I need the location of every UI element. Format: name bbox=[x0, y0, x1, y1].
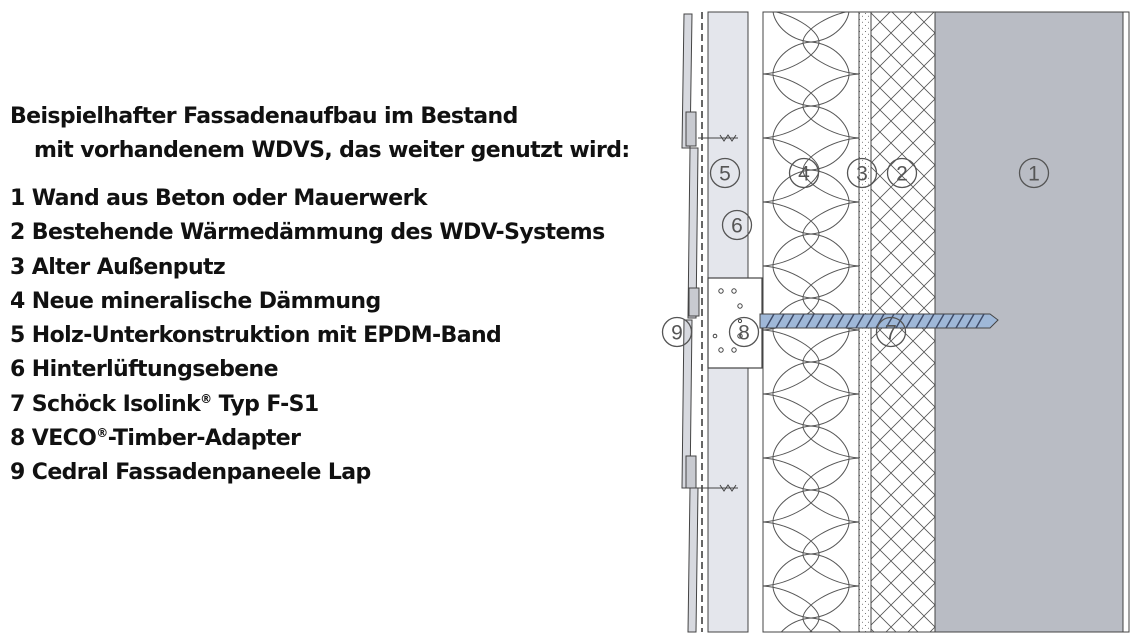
legend-text: Wand aus Beton oder Mauerwerk bbox=[31, 186, 428, 211]
callout-number: 6 bbox=[731, 215, 743, 238]
callout-circle bbox=[709, 157, 741, 189]
legend-item: 3 Alter Außenputz bbox=[10, 251, 660, 285]
callout-6: 6 bbox=[721, 209, 753, 241]
legend-item: 5 Holz-Unterkonstruktion mit EPDM-Band bbox=[10, 319, 660, 353]
title-line-2: mit vorhandenem WDVS, das weiter genutzt… bbox=[34, 138, 630, 163]
isolink-anchor bbox=[759, 313, 999, 329]
legend-item: 2 Bestehende Wärmedämmung des WDV-System… bbox=[10, 216, 660, 250]
callout-1: 1 bbox=[1018, 157, 1050, 189]
cladding-panels bbox=[681, 13, 738, 633]
veco-timber-adapter bbox=[707, 277, 763, 369]
legend-item: 4 Neue mineralische Dämmung bbox=[10, 285, 660, 319]
legend-number: 2 bbox=[10, 220, 25, 246]
legend-text: Schöck Isolink bbox=[31, 391, 201, 417]
callout-number: 5 bbox=[719, 163, 731, 186]
legend-number: 9 bbox=[10, 460, 25, 486]
interior-plaster-layer bbox=[1122, 11, 1130, 633]
legend-number: 7 bbox=[10, 391, 25, 417]
legend-item: 7 Schöck Isolink® Typ F-S1 bbox=[10, 388, 660, 422]
legend: Beispielhafter Fassadenaufbau im Bestand… bbox=[10, 100, 660, 491]
legend-item: 9 Cedral Fassadenpaneele Lap bbox=[10, 456, 660, 490]
legend-item: 6 Hinterlüftungsebene bbox=[10, 353, 660, 387]
callout-circle bbox=[721, 209, 753, 241]
legend-text: Neue mineralische Dämmung bbox=[31, 288, 381, 314]
callout-number: 3 bbox=[856, 163, 868, 186]
legend-number: 5 bbox=[10, 323, 25, 349]
callout-number: 1 bbox=[1028, 163, 1040, 186]
legend-text: Hinterlüftungsebene bbox=[31, 357, 279, 383]
legend-text: Cedral Fassadenpaneele Lap bbox=[31, 460, 372, 486]
adapter-plate bbox=[707, 277, 763, 369]
callout-8: 8 bbox=[728, 316, 760, 348]
legend-text-rest: -Timber-Adapter bbox=[107, 426, 301, 452]
callout-markers: 1 2 3 4 5 6 7 8 9 bbox=[661, 157, 1050, 348]
callout-circle bbox=[661, 316, 693, 348]
legend-number: 3 bbox=[10, 254, 25, 280]
callout-circle bbox=[875, 316, 907, 348]
legend-number: 6 bbox=[10, 357, 25, 383]
legend-number: 1 bbox=[10, 186, 25, 211]
legend-item: 8 VECO®-Timber-Adapter bbox=[10, 422, 660, 456]
legend-text: Holz-Unterkonstruktion mit EPDM-Band bbox=[31, 323, 502, 349]
lap-panel bbox=[687, 147, 699, 319]
callout-circle bbox=[886, 157, 918, 189]
registered-mark: ® bbox=[200, 391, 212, 406]
callout-number: 9 bbox=[671, 322, 683, 345]
callout-circle bbox=[1018, 157, 1050, 189]
panel-clip bbox=[688, 287, 700, 317]
legend-item: 1 Wand aus Beton oder Mauerwerk bbox=[10, 182, 660, 216]
callout-2: 2 bbox=[886, 157, 918, 189]
legend-text: VECO bbox=[31, 426, 97, 452]
legend-text: Bestehende Wärmedämmung des WDV-Systems bbox=[31, 220, 605, 246]
lap-panel bbox=[687, 487, 699, 633]
registered-mark: ® bbox=[96, 426, 108, 441]
callout-4: 4 bbox=[788, 157, 820, 189]
legend-text-rest: Typ F-S1 bbox=[211, 391, 320, 417]
callout-number: 4 bbox=[798, 163, 810, 186]
anchor-thread bbox=[765, 313, 985, 329]
title-line-1: Beispielhafter Fassadenaufbau im Bestand bbox=[10, 104, 518, 129]
panel-clip bbox=[685, 455, 697, 489]
legend-number: 8 bbox=[10, 426, 25, 452]
legend-number: 4 bbox=[10, 288, 25, 314]
callout-circle bbox=[728, 316, 760, 348]
callout-number: 2 bbox=[896, 163, 908, 186]
callout-circle bbox=[788, 157, 820, 189]
panel-clip bbox=[685, 111, 697, 147]
callout-5: 5 bbox=[709, 157, 741, 189]
callout-9: 9 bbox=[661, 316, 693, 348]
callout-3: 3 bbox=[846, 157, 878, 189]
callout-7: 7 bbox=[875, 316, 907, 348]
callout-number: 7 bbox=[885, 322, 897, 345]
callout-circle bbox=[846, 157, 878, 189]
callout-number: 8 bbox=[738, 322, 750, 345]
legend-text: Alter Außenputz bbox=[31, 254, 226, 280]
